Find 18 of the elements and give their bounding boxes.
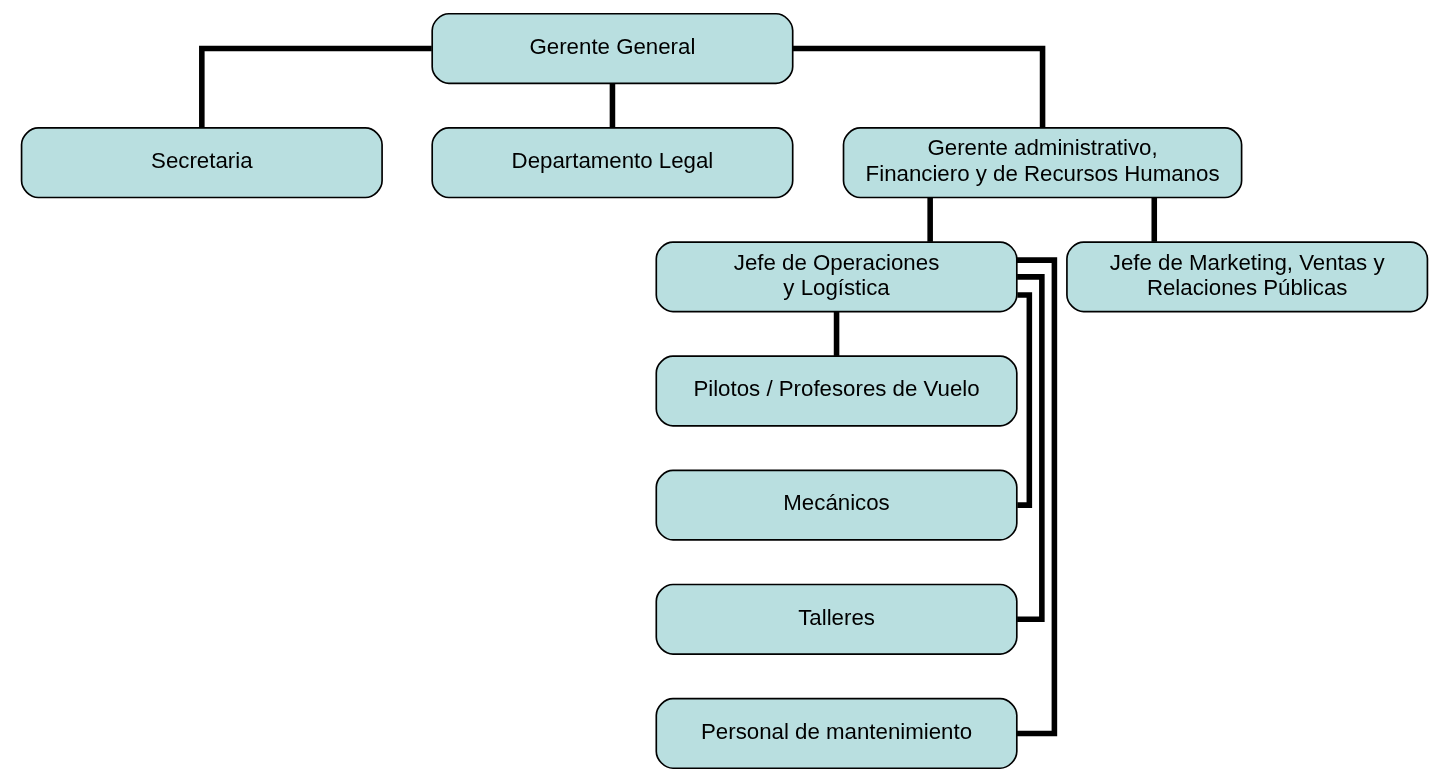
node-box: Gerente General xyxy=(430,12,794,85)
connector xyxy=(792,45,1045,128)
node-box: Gerente administrativo, Financiero y de Recursos Humanos xyxy=(842,127,1242,199)
connector xyxy=(1150,197,1157,242)
connector xyxy=(833,311,839,356)
node-box: Talleres xyxy=(654,583,1018,655)
node-box: Jefe de Marketing, Ventas y Relaciones Públicas xyxy=(1065,241,1428,313)
connector xyxy=(198,45,432,128)
node-box: Pilotos / Profesores de Vuelo xyxy=(654,355,1018,427)
node-box: Secretaria xyxy=(20,127,383,199)
connector xyxy=(609,83,615,128)
connector xyxy=(926,197,933,242)
node-box: Jefe de Operaciones y Logística xyxy=(654,241,1018,313)
node-box: Personal de mantenimiento xyxy=(654,697,1018,770)
connector xyxy=(1016,292,1032,508)
connector xyxy=(1016,257,1057,737)
node-box: Mecánicos xyxy=(654,469,1018,541)
node-box: Departamento Legal xyxy=(430,127,794,199)
